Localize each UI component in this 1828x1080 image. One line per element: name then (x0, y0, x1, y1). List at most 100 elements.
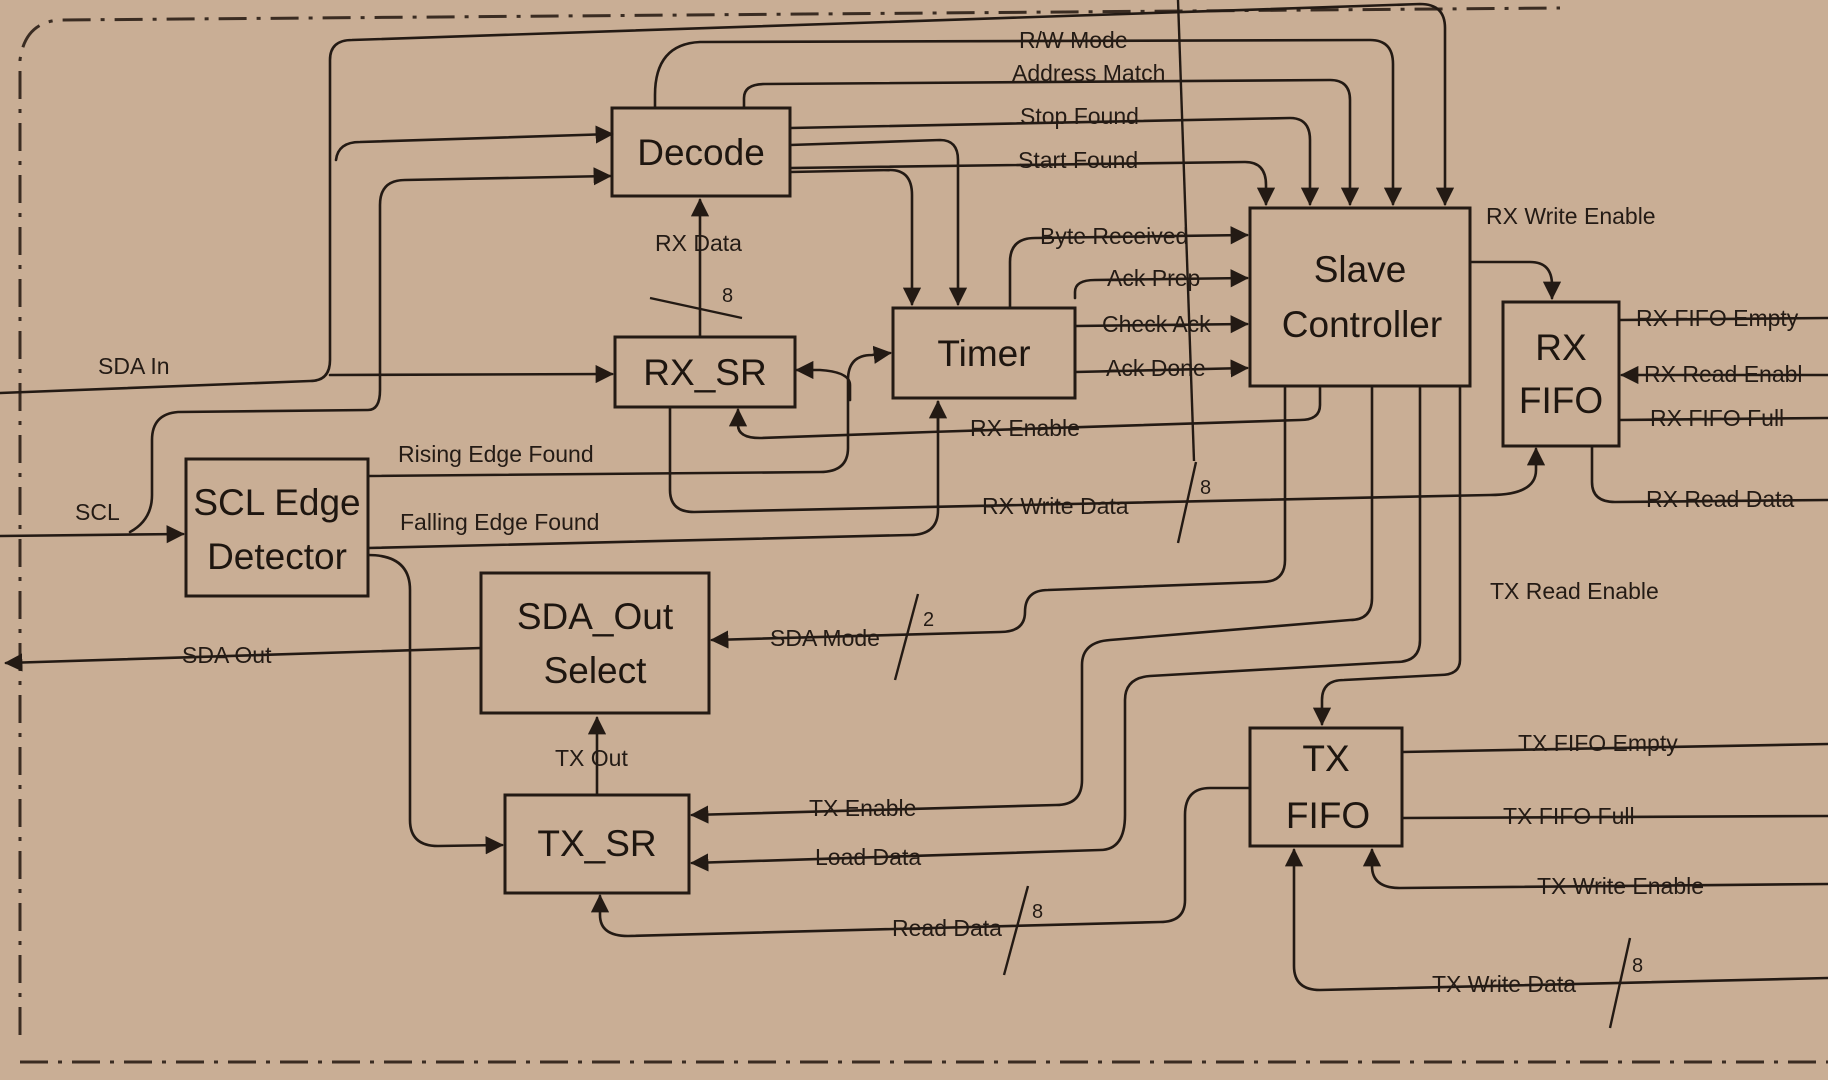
load-data-wire (690, 386, 1422, 872)
tx-fifo-label-1: TX (1302, 738, 1349, 779)
tx-fifo-full-label: TX FIFO Full (1503, 803, 1635, 829)
address-match-label: Address Match (1012, 60, 1165, 86)
rx-enable-label: RX Enable (970, 415, 1080, 441)
tx-fifo-block: TX FIFO (1248, 726, 1404, 848)
tx-write-data-bus-slash (1608, 937, 1632, 1029)
scl-edge-detector-block: SCL Edge Detector (184, 457, 370, 598)
scl-wire (0, 525, 185, 544)
check-ack-label: Check Ack (1102, 311, 1211, 337)
sda-out-select-label-1: SDA_Out (517, 596, 674, 637)
tx-enable-label: TX Enable (809, 795, 916, 821)
rx-enable-wire (728, 386, 1322, 440)
decode-label: Decode (637, 132, 765, 173)
sda-out-wire (4, 646, 483, 672)
rx-read-enable-label: RX Read Enabl (1644, 361, 1803, 387)
ack-prep-wire (1073, 269, 1249, 300)
scl-label: SCL (75, 499, 120, 525)
rx-fifo-full-wire (1617, 416, 1828, 422)
address-match-wire (742, 78, 1360, 206)
tx-fifo-empty-wire (1400, 742, 1828, 754)
rx-fifo-label-2: FIFO (1519, 380, 1603, 421)
rx-fifo-empty-label: RX FIFO Empty (1636, 305, 1799, 331)
tx-sr-label: TX_SR (537, 823, 656, 864)
decode-block: Decode (610, 106, 792, 198)
timer-label: Timer (937, 333, 1030, 374)
rx-fifo-empty-wire (1617, 316, 1828, 322)
tx-write-data-label: TX Write Data (1432, 971, 1576, 997)
tx-fifo-empty-label: TX FIFO Empty (1518, 730, 1678, 756)
rx-data-bus-width: 8 (722, 285, 733, 307)
tx-write-data-wire (1284, 848, 1828, 992)
start-found-label: Start Found (1018, 147, 1138, 173)
rx-read-data-label: RX Read Data (1646, 486, 1795, 512)
scl-edge-detector-label-2: Detector (207, 536, 347, 577)
slave-controller-block: Slave Controller (1248, 206, 1472, 388)
rx-write-data-label: RX Write Data (982, 493, 1129, 519)
tx-write-enable-label: TX Write Enable (1537, 873, 1704, 899)
rw-mode-wire (653, 38, 1403, 206)
rx-fifo-full-label: RX FIFO Full (1650, 405, 1784, 431)
ack-done-label: Ack Done (1106, 355, 1206, 381)
tx-sr-block: TX_SR (503, 793, 691, 895)
read-data-bus-width: 8 (1032, 901, 1043, 923)
stop-found-label: Stop Found (1020, 103, 1139, 129)
tx-fifo-label-2: FIFO (1286, 795, 1370, 836)
rx-sr-block: RX_SR (613, 335, 797, 409)
sda-out-select-block: SDA_Out Select (479, 571, 711, 715)
sda-out-select-label-2: Select (544, 650, 648, 691)
rx-write-enable-label: RX Write Enable (1486, 203, 1656, 229)
tx-read-enable-label: TX Read Enable (1490, 578, 1659, 604)
sda-mode-label: SDA Mode (770, 625, 880, 651)
tx-enable-wire (690, 386, 1374, 824)
read-data-wire (590, 786, 1252, 938)
rx-write-data-bus-slash (1176, 461, 1198, 544)
rw-mode-label: R/W Mode (1019, 27, 1128, 53)
falling-edge-to-tx-sr-wire (366, 553, 504, 855)
start-found-wire (788, 160, 1276, 206)
rising-edge-found-label: Rising Edge Found (398, 441, 594, 467)
scl-to-decode-wire (128, 167, 612, 534)
rising-edge-wire (366, 345, 892, 478)
sda-mode-bus-width: 2 (923, 609, 934, 631)
rx-fifo-block: RX FIFO (1501, 300, 1621, 448)
slave-controller-label-1: Slave (1314, 249, 1407, 290)
tx-fifo-full-wire (1400, 814, 1828, 820)
byte-received-wire (1008, 226, 1249, 310)
tx-write-data-bus-width: 8 (1632, 955, 1643, 977)
sda-in-to-decode-wire (334, 125, 614, 162)
sda-mode-wire (710, 386, 1287, 649)
rx-fifo-label-1: RX (1535, 327, 1586, 368)
slave-controller-label-2: Controller (1282, 304, 1442, 345)
read-data-bus-slash (1002, 885, 1030, 976)
decode-to-timer-wire-1 (788, 138, 968, 306)
sda-mode-bus-slash (893, 593, 920, 681)
module-border (18, 6, 1828, 1064)
rx-write-data-bus-slash (1176, 0, 1196, 462)
falling-edge-wire (366, 400, 940, 550)
rx-write-data-wire (668, 405, 1546, 514)
load-data-label: Load Data (815, 844, 921, 870)
sda-out-label: SDA Out (182, 642, 272, 668)
tx-read-enable-wire (1312, 386, 1462, 726)
rx-write-enable-wire (1468, 260, 1562, 300)
ack-done-wire (1073, 359, 1249, 378)
timer-block: Timer (891, 306, 1077, 400)
rx-read-data-wire (1590, 444, 1828, 504)
check-ack-wire (1073, 315, 1249, 334)
sda-in-label: SDA In (98, 353, 170, 379)
stop-found-wire (788, 116, 1320, 206)
tx-write-enable-wire (1362, 848, 1828, 890)
rx-data-bus-slash (649, 296, 743, 320)
sda-in-wire (0, 2, 1455, 395)
decode-to-timer-wire-2 (788, 168, 922, 306)
rx-sr-label: RX_SR (643, 352, 766, 393)
rx-write-data-bus-width: 8 (1200, 477, 1211, 499)
read-data-label: Read Data (892, 915, 1002, 941)
ack-prep-label: Ack Prep (1107, 265, 1200, 291)
byte-received-label: Byte Received (1040, 223, 1188, 249)
sda-in-to-rx-sr-wire (328, 364, 614, 384)
rx-data-label: RX Data (655, 230, 742, 256)
scl-edge-detector-label-1: SCL Edge (193, 482, 360, 523)
falling-edge-found-label: Falling Edge Found (400, 509, 599, 535)
